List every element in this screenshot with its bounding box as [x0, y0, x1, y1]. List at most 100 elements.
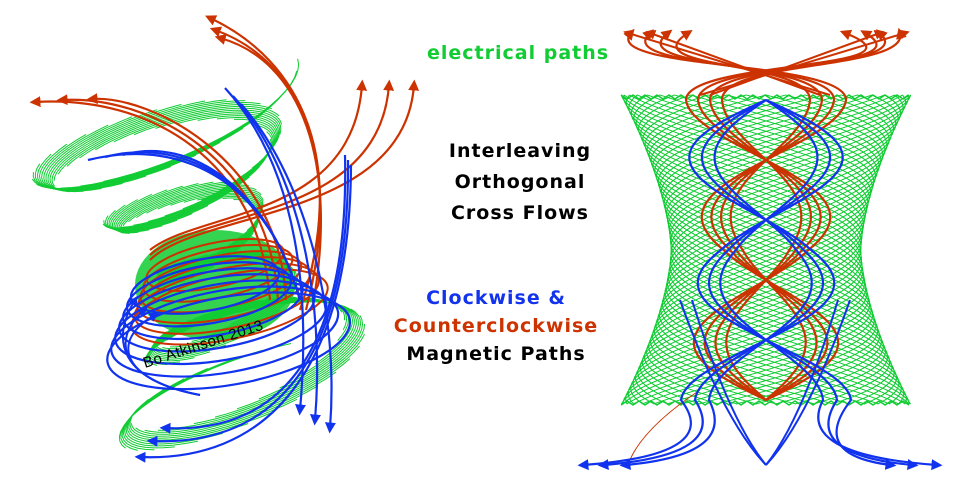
electrical-path [258, 304, 359, 400]
clockwise-loop [110, 285, 340, 378]
electrical-path [663, 94, 906, 405]
electrical-path [668, 94, 904, 405]
electrical-path [630, 94, 863, 405]
clockwise-label: Clockwise & [426, 287, 566, 309]
electrical-path [51, 100, 206, 187]
electrical-path [113, 107, 283, 143]
clockwise-path [122, 149, 302, 301]
counterclockwise-path [86, 93, 288, 301]
clockwise-path [240, 103, 336, 434]
electrical-path [669, 94, 902, 405]
electrical-path [666, 94, 910, 405]
counterclockwise-path [675, 30, 812, 401]
title-line-2: Orthogonal [454, 171, 586, 193]
electrical-path [122, 182, 240, 227]
electrical-path [111, 193, 153, 233]
clockwise-path [691, 299, 767, 466]
magnetic-legend: Clockwise & Counterclockwise Magnetic Pa… [388, 284, 604, 368]
clockwise-path [146, 159, 350, 447]
clockwise-path [696, 98, 897, 470]
right-clockwise-paths [577, 98, 943, 471]
magnetic-paths-label: Magnetic Paths [406, 343, 586, 365]
counterclockwise-path [645, 30, 821, 96]
electrical-path [164, 131, 273, 217]
electrical-path [666, 94, 912, 405]
left-counterclockwise-paths [29, 15, 420, 346]
counterclockwise-path [720, 27, 907, 401]
clockwise-loop [125, 261, 292, 328]
right-counterclockwise-paths [623, 27, 910, 468]
clockwise-path [134, 164, 353, 463]
electrical-edge [620, 400, 910, 406]
electrical-path [670, 94, 899, 405]
electrical-path [118, 181, 214, 233]
electrical-path [670, 94, 900, 405]
electrical-path [668, 94, 907, 405]
clockwise-path [719, 99, 943, 471]
clockwise-path [159, 154, 347, 434]
electrical-path [116, 183, 199, 234]
electrical-path [622, 94, 866, 405]
electrical-path [57, 100, 246, 175]
electrical-path [653, 94, 885, 405]
electrical-path [60, 84, 291, 189]
clockwise-path [577, 98, 836, 471]
left-figure: Bo Atkinson 2013 [29, 15, 420, 463]
clockwise-path [679, 299, 767, 466]
electrical-path [620, 94, 866, 405]
electrical-path [136, 186, 257, 219]
left-clockwise-paths [87, 87, 353, 463]
electrical-path [664, 94, 910, 405]
electrical-path [626, 94, 869, 405]
electrical-path [174, 333, 365, 429]
electrical-edge [620, 94, 910, 100]
counterclockwise-path [623, 28, 848, 401]
electrical-path [32, 141, 221, 190]
counterclockwise-path [149, 79, 420, 261]
clockwise-path [232, 95, 321, 426]
electrical-path [133, 109, 282, 136]
electrical-path [53, 99, 227, 181]
electrical-path [633, 94, 862, 405]
counterclockwise-path [29, 96, 272, 301]
electrical-path [193, 323, 366, 425]
electrical-paths-text: electrical paths [427, 42, 610, 64]
electrical-path [632, 94, 862, 405]
electrical-path [105, 205, 209, 231]
clockwise-path [765, 299, 839, 466]
electrical-path [149, 319, 195, 362]
title-line-3: Cross Flows [450, 202, 589, 224]
counterclockwise-path [626, 389, 701, 468]
electrical-paths-label: electrical paths [427, 42, 608, 64]
counterclockwise-path [659, 29, 824, 401]
clockwise-path [619, 99, 813, 470]
title-block: Interleaving Orthogonal Cross Flows [440, 136, 600, 229]
counterclockwise-path [56, 94, 280, 301]
counterclockwise-path [699, 29, 910, 96]
electrical-path [628, 94, 864, 405]
right-figure [577, 27, 943, 471]
electrical-path [623, 94, 869, 405]
electrical-path [622, 94, 868, 405]
electrical-path [647, 94, 879, 405]
title-line-1: Interleaving [448, 140, 592, 162]
electrical-path [95, 105, 280, 151]
electrical-path [111, 166, 260, 229]
electrical-path [219, 118, 276, 191]
clockwise-path [707, 99, 919, 470]
right-electrical-paths [620, 94, 912, 406]
electrical-path [663, 94, 909, 405]
counterclockwise-path [642, 29, 836, 401]
electrical-path [135, 371, 337, 435]
electrical-path [155, 111, 281, 146]
clockwise-path [597, 99, 825, 471]
clockwise-path [765, 299, 851, 466]
electrical-path [669, 94, 902, 405]
electrical-path [214, 315, 364, 418]
counterclockwise-path [149, 79, 395, 256]
electrical-path [106, 210, 193, 232]
electrical-path [625, 94, 864, 405]
clockwise-loop [106, 291, 352, 391]
clockwise-loop [121, 267, 304, 340]
